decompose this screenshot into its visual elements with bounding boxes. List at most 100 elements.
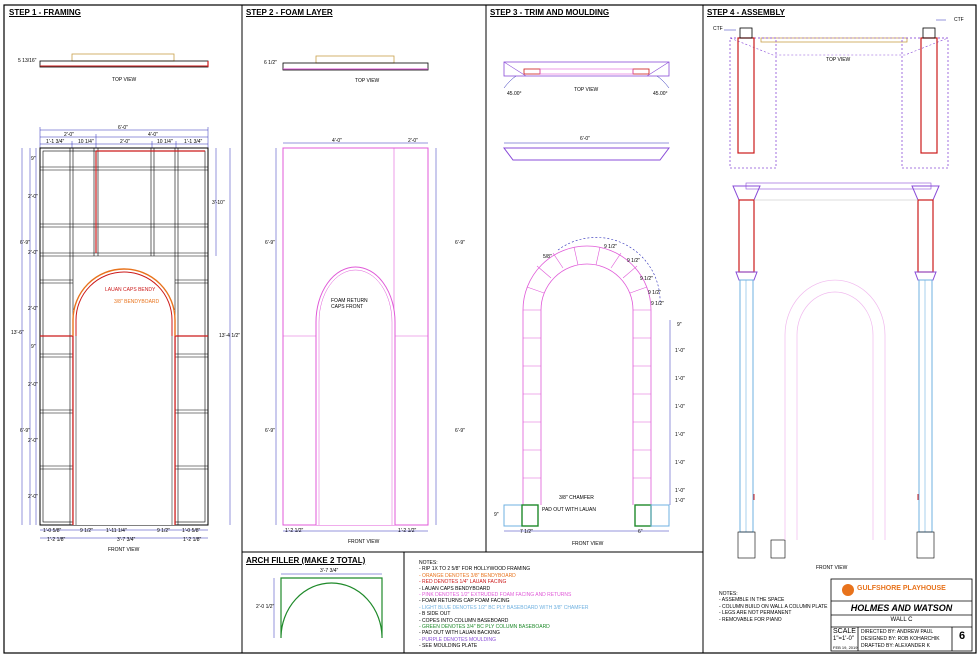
gulfshore-logo-icon xyxy=(842,584,854,596)
step3-rd-1: 1'-0" xyxy=(675,348,685,354)
plate-name: WALL C xyxy=(890,617,913,623)
step3-front-view xyxy=(503,142,671,532)
step3-dim-w: 6'-0" xyxy=(580,136,590,142)
note-line: - LAUAN CAPS BENDYBOARD xyxy=(419,585,491,592)
step3-rd-2: 1'-0" xyxy=(675,376,685,382)
step2-note2: CAPS FRONT xyxy=(331,304,364,310)
step1-left-4: 2'-0" xyxy=(28,306,38,312)
step1-top-dim: 5 13/16" xyxy=(18,58,37,64)
step3-dim-9: 9" xyxy=(494,512,499,518)
step2-note: FOAM RETURN xyxy=(331,298,368,304)
step1-left-7: 2'-0" xyxy=(28,438,38,444)
scale-value: 1"=1'-0" xyxy=(833,636,854,642)
step3-chamfer: 3/8" CHAMFER xyxy=(559,495,594,501)
designed-by: DESIGNED BY: ROB KOHARCHIK xyxy=(861,636,940,642)
step1-dim-total: 6'-0" xyxy=(118,125,128,131)
step3-rd-6: 1'-0" xyxy=(675,488,685,494)
step1-bot-8: 1'-2 1/8" xyxy=(183,537,202,543)
general-notes: NOTES: - RIP 1X TO 2 5/8" FOR HOLLYWOOD … xyxy=(419,560,588,650)
step3-top-view-label: TOP VIEW xyxy=(574,87,599,93)
step1-front-view-label: FRONT VIEW xyxy=(108,547,140,553)
note-line: - LIGHT BLUE DENOTES 1/2" BC PLY BASEBOA… xyxy=(419,604,589,611)
plate-date: FEB 19, 2019 xyxy=(833,645,858,650)
step4-note: NOTES: xyxy=(719,591,738,597)
step3-front-view-label: FRONT VIEW xyxy=(572,541,604,547)
step4-note: - REMOVABLE FOR PIANO xyxy=(719,616,782,623)
step4-top-view-label: TOP VIEW xyxy=(826,57,851,63)
scale-label: SCALE xyxy=(833,628,856,635)
step4-front-view-label: FRONT VIEW xyxy=(816,565,848,571)
step4-title: STEP 4 - ASSEMBLY xyxy=(707,8,785,17)
arch-filler-drawing xyxy=(273,573,383,639)
step1-right-2: 13'-4 1/2" xyxy=(219,333,241,339)
step2-dim-bl: 1'-2 1/2" xyxy=(285,528,304,534)
step2-top-view xyxy=(282,55,429,71)
step2-front-view xyxy=(275,142,437,532)
step3-arc-5: 9 1/2" xyxy=(651,301,664,307)
step4-ctf-right: CTF xyxy=(954,17,964,23)
step1-bot-2: 9 1/2" xyxy=(80,528,93,534)
step4-top-view xyxy=(724,19,949,169)
step1-bot-5: 1'-0 5/8" xyxy=(182,528,201,534)
step3-rd-3: 1'-0" xyxy=(675,404,685,410)
step3-arc-1: 9 1/2" xyxy=(604,244,617,250)
step3-rd-5: 1'-0" xyxy=(675,460,685,466)
step1-title: STEP 1 - FRAMING xyxy=(9,8,81,17)
arch-filler-dim-h: 2'-0 1/2" xyxy=(256,604,275,610)
step3-rd-4: 1'-0" xyxy=(675,432,685,438)
step1-left-6: 2'-0" xyxy=(28,382,38,388)
step1-note-orange: 3/8" BENDYBOARD xyxy=(114,299,160,305)
step1-left-9: 6'-9" xyxy=(20,240,30,246)
step3-rd-0: 9" xyxy=(677,322,682,328)
step4-notes: NOTES: - ASSEMBLE IN THE SPACE - COLUMN … xyxy=(719,591,827,623)
step1-dim-b: 10 1/4" xyxy=(78,139,94,145)
note-line: - RED DENOTES 1/4" LAUAN FACING xyxy=(419,579,507,586)
step4-note: - COLUMN BUILD ON WALL A COLUMN PLATE xyxy=(719,603,828,610)
step2-dim-a: 4'-0" xyxy=(332,138,342,144)
step3-angle-r: 45.00° xyxy=(653,91,668,97)
note-line: - B SIDE OUT xyxy=(419,611,451,618)
sheet-border xyxy=(3,4,977,654)
step1-note-red: LAUAN CAPS BENDY xyxy=(105,287,156,293)
step1-dim-2: 2'-0" xyxy=(64,132,74,138)
note-line: - ORANGE DENOTES 3/8" BENDYBOARD xyxy=(419,572,516,579)
note-line: - FOAM RETURNS CAP FOAM FACING xyxy=(419,598,510,605)
arch-filler-dim-w: 3'-7 3/4" xyxy=(320,568,339,574)
step1-bot-4: 9 1/2" xyxy=(157,528,170,534)
step3-dim-br: 6" xyxy=(638,529,643,535)
step3-top-view xyxy=(503,61,670,89)
step1-top-view-label: TOP VIEW xyxy=(112,77,137,83)
show-title: HOLMES AND WATSON xyxy=(850,603,953,613)
step4-front-view xyxy=(732,182,940,559)
step1-left-3: 2'-0" xyxy=(28,250,38,256)
step2-title: STEP 2 - FOAM LAYER xyxy=(246,8,333,17)
step2-top-view-label: TOP VIEW xyxy=(355,78,380,84)
step3-rd-7: 1'-0" xyxy=(675,498,685,504)
step3-dim-bl: 7 1/2" xyxy=(520,529,533,535)
step1-dim-c: 2'-0" xyxy=(120,139,130,145)
step3-pad: PAD OUT WITH LAUAN xyxy=(542,507,596,513)
step4-note: - ASSEMBLE IN THE SPACE xyxy=(719,597,785,604)
step2-top-dim: 6 1/2" xyxy=(264,60,277,66)
step1-dim-e: 1'-1 3/4" xyxy=(184,139,203,145)
step1-front-view xyxy=(21,127,231,539)
note-line: - COPES INTO COLUMN BASEBOARD xyxy=(419,617,509,624)
note-line: - PURPLE DENOTES MOULDING xyxy=(419,636,496,643)
note-line: - PINK DENOTES 1/2" EXTRUDED FOAM FACING… xyxy=(419,592,572,599)
step1-bot-6: 1'-2 1/8" xyxy=(47,537,66,543)
step3-title: STEP 3 - TRIM AND MOULDING xyxy=(490,8,610,17)
step2-dim-br: 1'-2 1/2" xyxy=(398,528,417,534)
page-number: 6 xyxy=(958,630,966,642)
step4-ctf-left: CTF xyxy=(713,26,723,32)
step3-arc-2: 9 1/2" xyxy=(627,258,640,264)
step1-left-8: 2'-0" xyxy=(28,494,38,500)
note-line: - PAD OUT WITH LAUAN BACKING xyxy=(419,630,500,637)
step2-dim-r2: 6'-9" xyxy=(455,428,465,434)
arch-filler-title: ARCH FILLER (MAKE 2 TOTAL) xyxy=(246,556,366,565)
step2-dim-b: 2'-0" xyxy=(408,138,418,144)
step1-left-2: 2'-0" xyxy=(28,194,38,200)
step1-left-5: 9" xyxy=(31,344,36,350)
step1-bot-7: 3'-7 3/4" xyxy=(117,537,136,543)
note-line: - SEE MOULDING PLATE xyxy=(419,643,478,650)
